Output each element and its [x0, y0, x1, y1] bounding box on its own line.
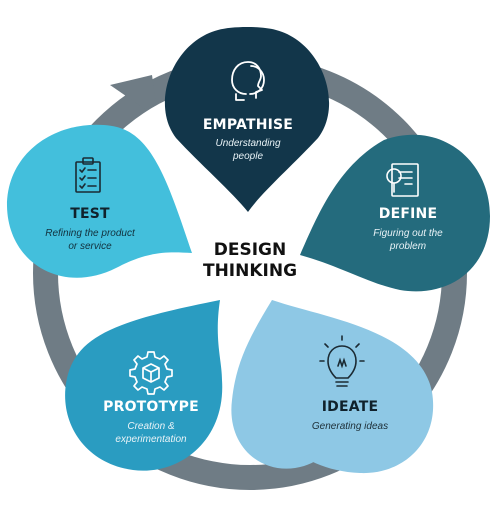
center-title: DESIGN THINKING	[170, 240, 330, 282]
prototype-subtitle: Creation & experimentation	[86, 420, 216, 446]
test-title: TEST	[70, 206, 110, 222]
document-magnifier-icon	[386, 163, 419, 197]
test-petal	[7, 124, 192, 278]
two-heads-icon	[231, 61, 265, 101]
ideate-label: IDEATE Generating ideas	[290, 399, 410, 433]
define-subtitle: Figuring out the problem	[348, 227, 468, 253]
define-label: DEFINE Figuring out the problem	[348, 206, 468, 253]
prototype-label: PROTOTYPE Creation & experimentation	[86, 399, 216, 446]
test-subtitle: Refining the product or service	[30, 227, 150, 253]
ideate-title: IDEATE	[321, 399, 379, 415]
prototype-subtitle-line1: Creation &	[127, 421, 175, 432]
empathise-petal	[164, 27, 330, 212]
ideate-subtitle: Generating ideas	[290, 420, 410, 433]
lightbulb-icon	[319, 335, 365, 387]
clipboard-checklist-icon	[75, 157, 101, 193]
test-subtitle-line1: Refining the product	[45, 228, 135, 239]
gear-cube-icon	[129, 351, 173, 395]
empathise-title: EMPATHISE	[202, 117, 294, 133]
prototype-petal	[65, 300, 223, 471]
define-title: DEFINE	[378, 206, 438, 222]
empathise-label: EMPATHISE Understanding people	[180, 117, 316, 163]
center-title-line2: THINKING	[202, 261, 298, 281]
prototype-title: PROTOTYPE	[103, 399, 199, 415]
ideate-subtitle-line1: Generating ideas	[311, 421, 389, 432]
cycle-arrow-icon	[110, 75, 158, 118]
empathise-subtitle-line2: people	[232, 151, 264, 162]
empathise-subtitle-line1: Understanding	[215, 138, 281, 149]
test-label: TEST Refining the product or service	[30, 206, 150, 253]
center-title-line1: DESIGN	[213, 240, 287, 260]
test-subtitle-line2: or service	[68, 241, 112, 252]
empathise-subtitle: Understanding people	[180, 137, 316, 163]
define-subtitle-line2: problem	[389, 241, 427, 252]
prototype-subtitle-line2: experimentation	[115, 434, 187, 445]
define-petal	[300, 134, 490, 292]
define-subtitle-line1: Figuring out the	[373, 228, 443, 239]
